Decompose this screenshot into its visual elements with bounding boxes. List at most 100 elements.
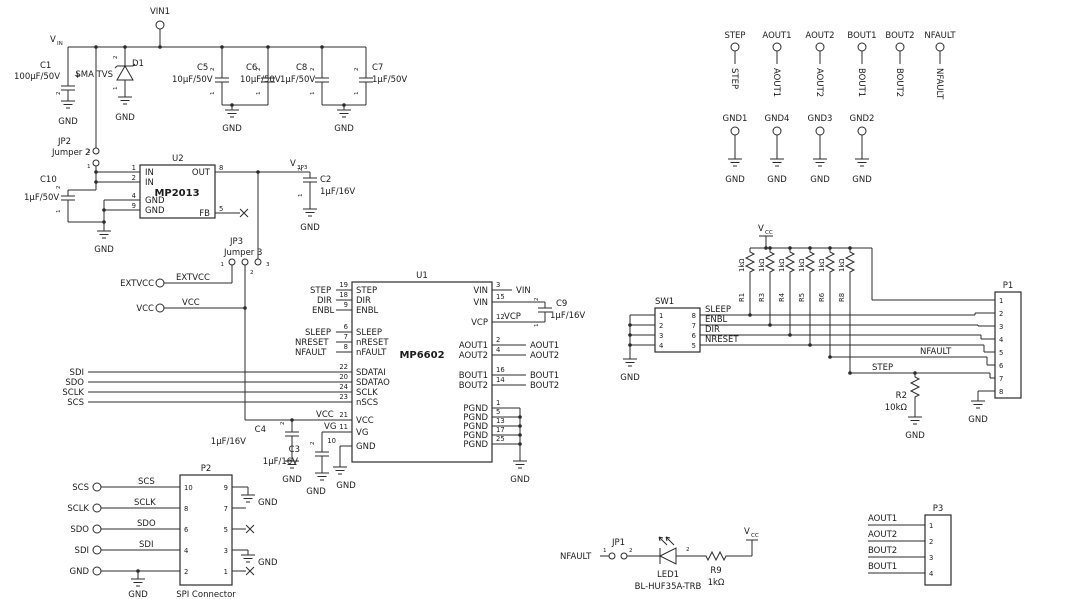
p1-num1: 1: [999, 297, 1003, 305]
u1-pin-enbl: ENBL: [356, 306, 379, 316]
sdi-net-label: SDI: [139, 540, 153, 550]
junction-dots: [628, 246, 917, 375]
u2-num1: 1: [132, 164, 136, 172]
sw1-num7: 7: [692, 322, 696, 330]
r5-resistor: [805, 247, 815, 277]
gnd-label: GND: [128, 590, 148, 599]
u2-num2: 2: [132, 174, 136, 182]
c8-pin2: 2: [310, 67, 316, 71]
r9-resistor: [701, 551, 731, 561]
control-section: V CC 1kΩ 1kΩ 1kΩ 1kΩ 1kΩ 1kΩ R1 R3 R4 R5…: [620, 224, 1022, 441]
sleep-net-label: SLEEP: [305, 328, 331, 338]
p1-num6: 6: [999, 362, 1003, 370]
u1-pin-nreset: nRESET: [356, 338, 389, 348]
c8-pin1: 1: [310, 91, 316, 95]
gnd-label: GND: [282, 475, 302, 485]
tp-gnd2-label: GND2: [850, 114, 875, 124]
vin-net-sub: IN: [57, 41, 63, 47]
c9-value: 1µF/16V: [550, 311, 585, 321]
u2-pin-gnd1: GND: [145, 196, 165, 206]
gnd-label: GND: [222, 124, 242, 134]
tp-gnd4-label: GND4: [765, 114, 790, 124]
sw1-num4: 4: [659, 342, 663, 350]
gnd-label: GND: [510, 475, 530, 485]
r1-ref: R1: [738, 293, 746, 302]
p2-num7: 7: [224, 505, 228, 513]
p1-body: [994, 291, 1022, 399]
aout1-net-label: AOUT1: [868, 514, 897, 524]
u1-num4: 4: [496, 346, 500, 354]
bout1-net-label: BOUT1: [868, 562, 897, 572]
vin-net-label-stub: VIN: [516, 286, 531, 296]
gnd-symbol: [970, 395, 986, 409]
jp3-pin1: [228, 258, 236, 266]
enbl-net-label: ENBL: [312, 306, 335, 316]
gnd-symbol: [812, 153, 828, 167]
jp1-num2: 2: [629, 548, 633, 554]
tp-aout2-terminal: [815, 42, 825, 52]
u1-pin-sleep: SLEEP: [356, 328, 382, 338]
extvcc-terminal: [155, 278, 165, 288]
sdo-net-label: SDO: [137, 519, 156, 529]
u1-pin-aout2: AOUT2: [459, 351, 488, 361]
led1-pin2: 2: [686, 547, 690, 553]
p2-num1: 1: [224, 568, 228, 576]
jp3-num2: 2: [250, 270, 254, 276]
d1-ref: D1: [132, 59, 144, 69]
c8-capacitor: [314, 71, 330, 89]
step-net-label: STEP: [310, 286, 331, 296]
u1-pin-sclk: SCLK: [356, 388, 378, 398]
c2-ref: C2: [320, 175, 331, 185]
c5-capacitor: [214, 71, 230, 89]
c10-pin2: 2: [56, 185, 62, 189]
u1-pin-pgnd4: PGND: [463, 431, 488, 441]
tp-gnd3-label: GND3: [808, 114, 833, 124]
control-wires: [629, 235, 995, 412]
u1-pin-vin1: VIN: [473, 286, 488, 296]
d1-pin2: 2: [113, 55, 119, 59]
p2-num8: 8: [184, 505, 188, 513]
aout2-net-label: AOUT2: [530, 351, 559, 361]
r9-ref: R9: [710, 566, 721, 576]
power-input-section: VIN1 V IN + C1 100µF/50V 2 GND D1 SMA TV…: [14, 7, 407, 148]
r1-resistor: [745, 247, 755, 277]
jp2-pin2-num: 2: [87, 149, 91, 155]
p2-num4: 4: [184, 547, 188, 555]
c3-pin2: 2: [310, 441, 316, 445]
gnd-symbol: [769, 153, 785, 167]
vin1-terminal: [155, 20, 165, 30]
u1-num6: 6: [344, 323, 348, 331]
tp-gnd2-terminal: [857, 126, 867, 136]
u2-ref: U2: [172, 154, 184, 164]
sw1-num3: 3: [659, 332, 663, 340]
r2-resistor: [910, 372, 920, 402]
vcc-terminal: [155, 303, 165, 313]
tp-bout1-net: BOUT1: [856, 68, 866, 97]
r4-ref: R4: [778, 293, 786, 302]
p3-num2: 2: [929, 538, 933, 546]
u1-num-pgnd17: 17: [496, 426, 505, 434]
gnd-label: GND: [725, 175, 745, 185]
r3-resistor: [765, 247, 775, 277]
c2-capacitor: [302, 171, 318, 189]
u1-pin-sdatai: SDATAI: [356, 368, 386, 378]
c1-capacitor: [60, 79, 76, 97]
p2-body: [179, 474, 233, 586]
jp2-pin1: [92, 159, 100, 167]
gnd-label: GND: [58, 117, 78, 127]
tp-aout2-net: AOUT2: [814, 68, 824, 97]
u1-num22: 22: [339, 363, 348, 371]
c4-capacitor: [284, 425, 300, 443]
junction-dots: [518, 415, 522, 446]
sclk-terminal: [92, 503, 102, 513]
led1-ref: LED1: [657, 570, 679, 580]
aout2-net-label: AOUT2: [868, 530, 897, 540]
u1-pin-pgnd3: PGND: [463, 422, 488, 432]
gnd-symbol: [117, 91, 133, 105]
u1-num16: 16: [496, 366, 505, 374]
jp3-ref: JP3: [229, 237, 243, 247]
vcc-power-label: V: [744, 527, 750, 537]
no-connect-x: [239, 208, 249, 218]
